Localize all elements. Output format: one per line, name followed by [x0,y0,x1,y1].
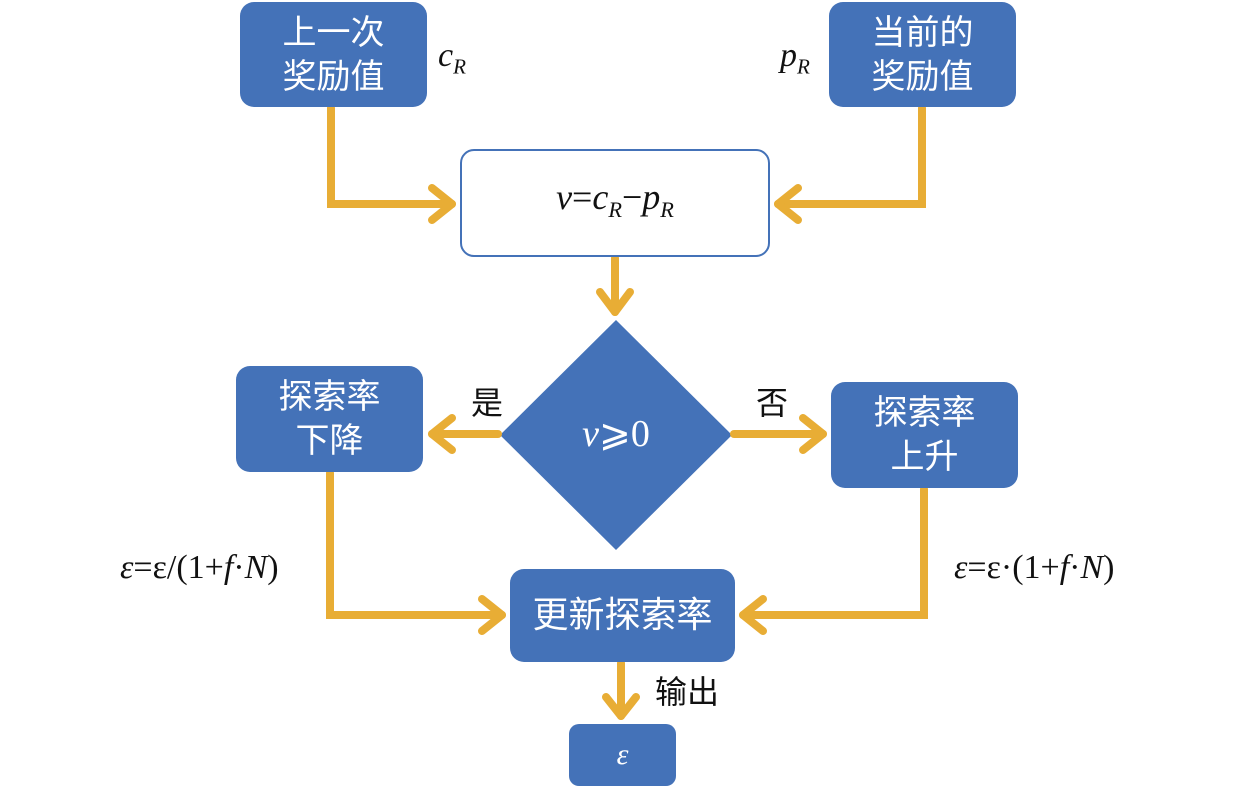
arrowhead-icon [739,595,767,635]
n-symbol: N [244,549,268,586]
r-subscript: R [608,196,622,222]
rate-decrease-node: 探索率 下降 [236,366,423,472]
relation: ⩾0 [599,413,650,455]
arrowhead-icon [774,184,802,224]
edge-decision-to-decrease [428,414,502,454]
c-symbol: c [438,37,454,74]
f-symbol: f [1059,549,1070,586]
connector-line [326,469,506,619]
node-line: 探索率 [278,377,381,417]
arrowhead-icon [602,693,640,720]
edge-update-to-output [602,659,640,720]
f-symbol: f [223,549,234,586]
edge-difference-to-decision [596,254,634,316]
difference-node: v=cR−pR [460,149,770,257]
output-node: ε [569,724,676,786]
p-symbol: p [780,37,797,74]
node-line: 探索率 [873,393,976,433]
v-symbol: v [556,176,573,217]
node-line: 奖励值 [871,56,974,97]
node-text: 更新探索率 [532,594,713,636]
decision-condition: v⩾0 [552,412,680,456]
node-line: 上升 [890,437,959,477]
increase-formula: ε=ε·(1+f·N) [954,548,1115,588]
close-paren: ) [1103,549,1115,586]
p-symbol: p [642,176,661,217]
formula-part: ε·(1+ [986,549,1060,586]
previous-reward-node: 上一次 奖励值 [240,2,427,107]
rate-increase-node: 探索率 上升 [831,382,1018,488]
dot-operator: · [233,549,245,586]
equals-sign: = [967,549,987,586]
output-label: 输出 [655,673,720,711]
node-line: 上一次 [282,12,385,53]
equals-sign: = [572,176,593,217]
n-symbol: N [1080,549,1104,586]
update-rate-node: 更新探索率 [510,569,735,662]
c-r-label: cR [438,36,466,86]
no-label: 否 [756,384,789,422]
arrowhead-icon [478,595,506,635]
c-symbol: c [592,176,609,217]
epsilon-symbol: ε [616,738,629,771]
v-symbol: v [582,413,600,455]
epsilon-symbol: ε [954,549,968,586]
edge-previous-to-difference [327,104,456,224]
connector-line [739,485,928,619]
r-subscript: R [797,54,810,79]
edge-decision-to-increase [730,414,827,454]
connector-line [327,104,456,208]
dot-operator: · [1069,549,1081,586]
arrowhead-icon [596,288,634,316]
decision-diamond [500,320,732,550]
edge-increase-to-update [739,485,928,635]
minus-sign: − [621,176,643,217]
r-subscript: R [453,54,466,79]
difference-formula: v=cR−pR [556,175,674,232]
arrowhead-icon [428,414,456,454]
node-line: 当前的 [871,12,974,53]
node-line: 下降 [295,421,364,461]
p-r-label: pR [780,36,810,86]
arrowhead-icon [799,414,827,454]
equals-sign: = [133,549,153,586]
formula-part: ε/(1+ [152,549,224,586]
edge-current-to-difference [774,104,926,224]
connector-line [774,104,926,208]
current-reward-node: 当前的 奖励值 [829,2,1016,107]
decrease-formula: ε=ε/(1+f·N) [120,548,279,588]
r-subscript: R [660,196,674,222]
edge-decrease-to-update [326,469,506,635]
epsilon-symbol: ε [120,549,134,586]
close-paren: ) [267,549,279,586]
yes-label: 是 [471,384,504,422]
arrowhead-icon [428,184,456,224]
node-line: 奖励值 [282,56,385,97]
